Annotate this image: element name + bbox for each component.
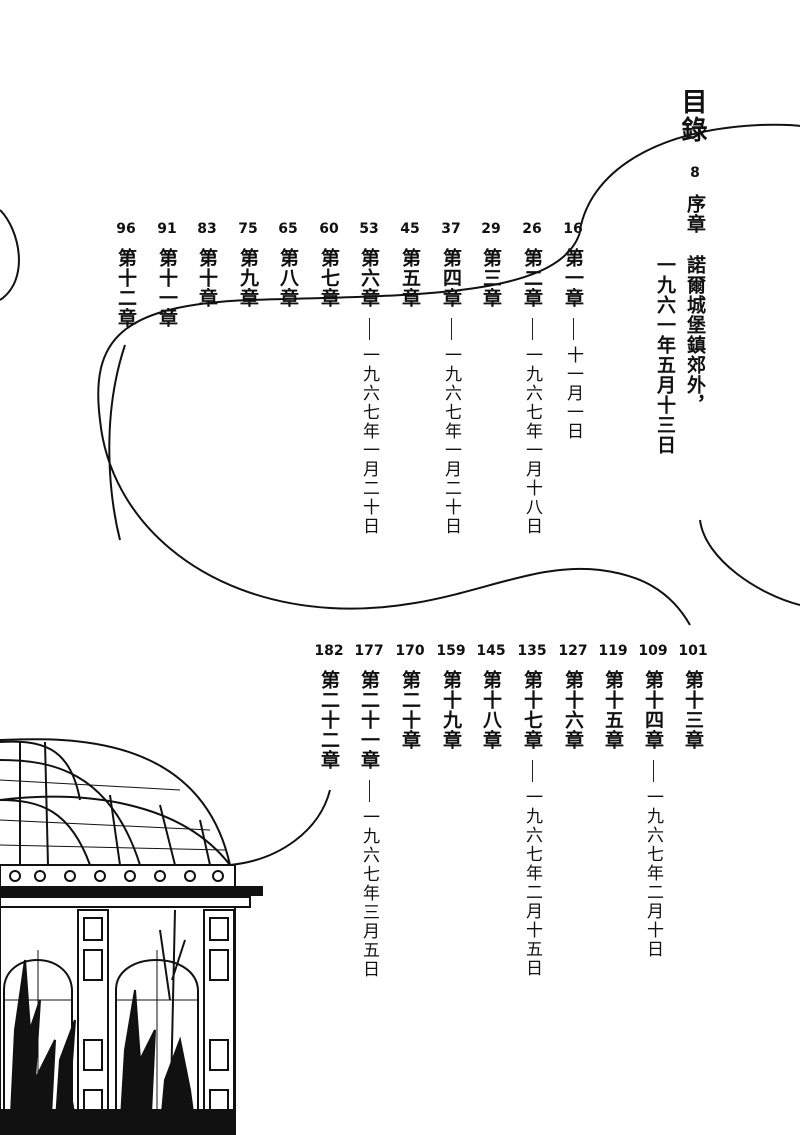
toc-entry-chapter[interactable]: 119 第十五章 (594, 640, 632, 754)
page-number: 91 (157, 221, 177, 237)
chapter-title: 第一章 (562, 248, 584, 308)
page-number: 159 (436, 643, 466, 659)
chapter-title: 第二十章 (399, 670, 421, 750)
chapter-title: 第六章 (358, 248, 380, 308)
toc-entry-chapter[interactable]: 101 第十三章 (674, 640, 712, 754)
chapter-title: 第十一章 (156, 248, 178, 328)
date-separator (572, 318, 574, 340)
page-number: 37 (441, 221, 461, 237)
date-separator (531, 318, 533, 340)
toc-entry-chapter[interactable]: 135 第十七章一九六七年二月十五日 (513, 640, 551, 982)
page-number: 16 (563, 221, 583, 237)
date-separator (531, 760, 533, 782)
page-number: 53 (359, 221, 379, 237)
toc-entry-chapter[interactable]: 170 第二十章 (391, 640, 429, 754)
chapter-date: 一九六七年一月十八日 (522, 346, 542, 536)
chapter-date: 一九六七年三月五日 (359, 808, 379, 979)
page-number: 45 (400, 221, 420, 237)
chapter-title: 序章 (684, 194, 706, 234)
page-number: 29 (481, 221, 501, 237)
toc-entry-chapter[interactable]: 37 第四章一九六七年一月二十日 (432, 218, 470, 540)
toc-entry-chapter[interactable]: 91 第十一章 (148, 218, 186, 332)
chapter-title: 第三章 (480, 248, 502, 308)
toc-entry-chapter[interactable]: 177 第二十一章一九六七年三月五日 (350, 640, 388, 983)
chapter-date: 十一月一日 (563, 346, 583, 441)
page-number: 170 (395, 643, 425, 659)
chapter-title: 第十二章 (115, 248, 137, 328)
chapter-title: 第十八章 (480, 670, 502, 750)
toc-entry-chapter[interactable]: 16 第一章十一月一日 (554, 218, 592, 445)
page-number: 65 (278, 221, 298, 237)
page-number: 182 (314, 643, 344, 659)
page-number: 60 (319, 221, 339, 237)
date-separator (368, 780, 370, 802)
chapter-date: 一九六七年二月十日 (643, 788, 663, 959)
page-number: 26 (522, 221, 542, 237)
page-number: 8 (690, 165, 700, 181)
page-number: 101 (678, 643, 708, 659)
chapter-title: 第四章 (440, 248, 462, 308)
toc-entry-chapter[interactable]: 83 第十章 (188, 218, 226, 312)
chapter-date: 一九六七年二月十五日 (522, 788, 542, 978)
toc-entry-chapter[interactable]: 65 第八章 (269, 218, 307, 312)
chapter-title: 第二十二章 (318, 670, 340, 770)
page-number: 119 (598, 643, 628, 659)
prologue-subtitle-line1: 諾爾城堡鎮郊外， (684, 255, 706, 415)
chapter-title: 第十九章 (440, 670, 462, 750)
chapter-title: 第七章 (318, 248, 340, 308)
chapter-date: 一九六七年一月二十日 (441, 346, 461, 536)
page-number: 96 (116, 221, 136, 237)
chapter-title: 第十五章 (602, 670, 624, 750)
chapter-title: 第五章 (399, 248, 421, 308)
toc-entry-chapter[interactable]: 53 第六章一九六七年一月二十日 (350, 218, 388, 540)
toc-entry-chapter[interactable]: 96 第十二章 (107, 218, 145, 332)
toc-entry-prologue[interactable]: 8 序章 (673, 162, 717, 238)
chapter-title: 第十四章 (642, 670, 664, 750)
decorative-curve-lower (229, 789, 331, 866)
date-separator (368, 318, 370, 340)
toc-entry-chapter[interactable]: 45 第五章 (391, 218, 429, 312)
page-number: 135 (517, 643, 547, 659)
prologue-subtitle-line2: 一九六一年五月十三日 (654, 255, 676, 455)
chapter-title: 第十六章 (562, 670, 584, 750)
prologue-subtitle: 諾爾城堡鎮郊外， 一九六一年五月十三日 (650, 255, 710, 459)
date-separator (450, 318, 452, 340)
decorative-curve (0, 123, 800, 626)
page-number: 127 (558, 643, 588, 659)
toc-entry-chapter[interactable]: 109 第十四章一九六七年二月十日 (634, 640, 672, 963)
page-number: 83 (197, 221, 217, 237)
chapter-title: 第十七章 (521, 670, 543, 750)
page-number: 75 (238, 221, 258, 237)
toc-title: 目錄 (677, 88, 707, 144)
chapter-title: 第九章 (237, 248, 259, 308)
chapter-title: 第二十一章 (358, 670, 380, 770)
greenhouse-illustration (0, 738, 263, 1135)
toc-entry-chapter[interactable]: 145 第十八章 (472, 640, 510, 754)
toc-entry-chapter[interactable]: 127 第十六章 (554, 640, 592, 754)
page-number: 109 (638, 643, 668, 659)
toc-entry-chapter[interactable]: 29 第三章 (472, 218, 510, 312)
page-number: 145 (476, 643, 506, 659)
chapter-title: 第十章 (196, 248, 218, 308)
date-separator (652, 760, 654, 782)
toc-entry-chapter[interactable]: 26 第二章一九六七年一月十八日 (513, 218, 551, 540)
chapter-title: 第十三章 (682, 670, 704, 750)
toc-entry-chapter[interactable]: 75 第九章 (229, 218, 267, 312)
chapter-date: 一九六七年一月二十日 (359, 346, 379, 536)
toc-entry-chapter[interactable]: 159 第十九章 (432, 640, 470, 754)
chapter-title: 第八章 (277, 248, 299, 308)
page-number: 177 (354, 643, 384, 659)
toc-entry-chapter[interactable]: 182 第二十二章 (310, 640, 348, 774)
toc-entry-chapter[interactable]: 60 第七章 (310, 218, 348, 312)
chapter-title: 第二章 (521, 248, 543, 308)
